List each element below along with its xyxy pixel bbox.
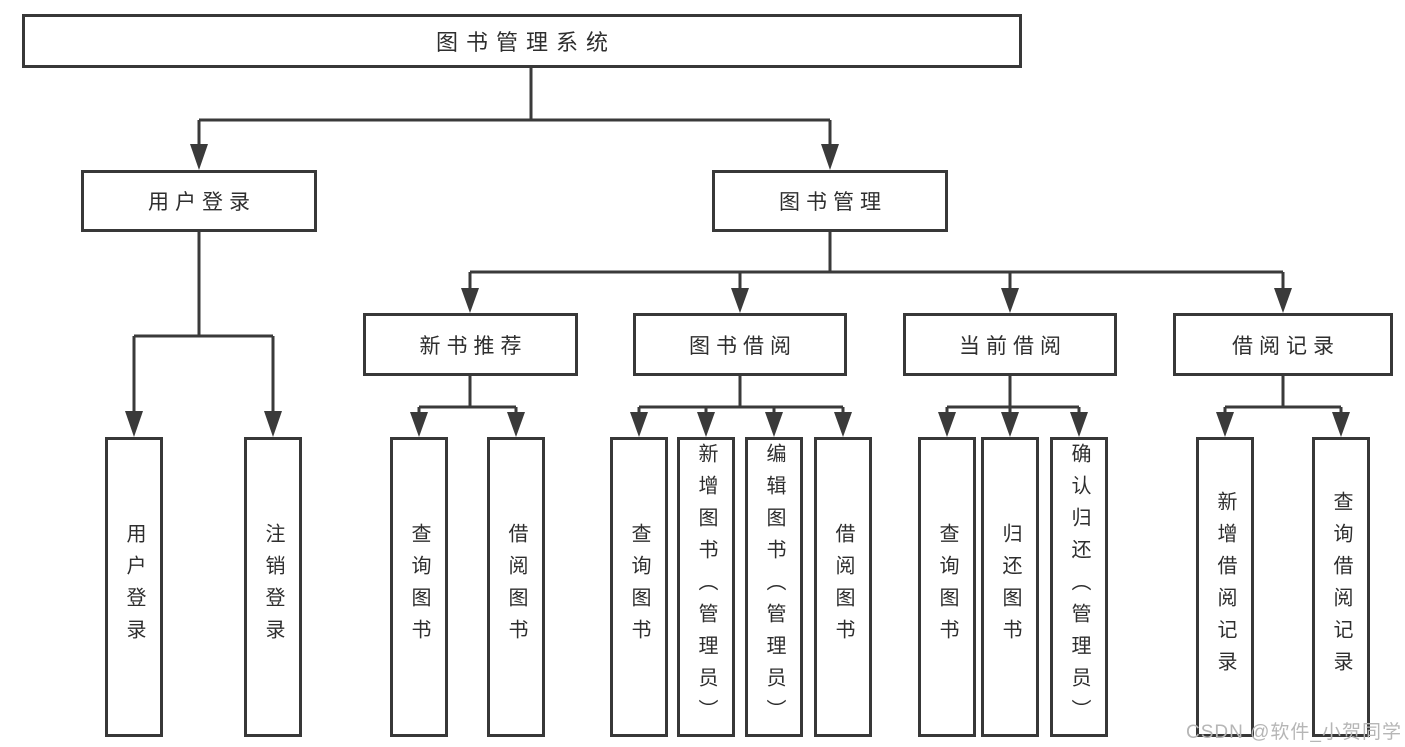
csdn-watermark: CSDN @软件_小贺同学 bbox=[1186, 722, 1402, 743]
node-book-management: 图书管理 bbox=[712, 170, 948, 232]
leaf-confirm-return-admin: 确认归还（管理员） bbox=[1050, 437, 1108, 737]
leaf-logout: 注销登录 bbox=[244, 437, 302, 737]
arrowhead-down-icon bbox=[938, 412, 956, 437]
leaf-borrow-books-recommend: 借阅图书 bbox=[487, 437, 545, 737]
arrowhead-down-icon bbox=[765, 412, 783, 437]
leaf-query-books-borrow: 查询图书 bbox=[610, 437, 668, 737]
arrowhead-down-icon bbox=[1070, 412, 1088, 437]
leaf-edit-books-admin: 编辑图书（管理员） bbox=[745, 437, 803, 737]
arrowhead-down-icon bbox=[630, 412, 648, 437]
leaf-borrow-books: 借阅图书 bbox=[814, 437, 872, 737]
arrowhead-down-icon bbox=[410, 412, 428, 437]
leaf-add-borrow-record: 新增借阅记录 bbox=[1196, 437, 1254, 737]
arrowhead-down-icon bbox=[507, 412, 525, 437]
node-book-borrowing: 图书借阅 bbox=[633, 313, 847, 376]
arrowhead-down-icon bbox=[461, 288, 479, 313]
leaf-query-books-recommend: 查询图书 bbox=[390, 437, 448, 737]
leaf-user-login: 用户登录 bbox=[105, 437, 163, 737]
leaf-add-books-admin: 新增图书（管理员） bbox=[677, 437, 735, 737]
node-borrowing-records: 借阅记录 bbox=[1173, 313, 1393, 376]
arrowhead-down-icon bbox=[697, 412, 715, 437]
arrowhead-down-icon bbox=[731, 288, 749, 313]
arrowhead-down-icon bbox=[1001, 288, 1019, 313]
node-new-book-recommendation: 新书推荐 bbox=[363, 313, 578, 376]
arrowhead-down-icon bbox=[264, 411, 282, 437]
arrowhead-down-icon bbox=[834, 412, 852, 437]
leaf-return-books: 归还图书 bbox=[981, 437, 1039, 737]
arrowhead-down-icon bbox=[1216, 412, 1234, 437]
node-user-login: 用户登录 bbox=[81, 170, 317, 232]
arrowhead-down-icon bbox=[1274, 288, 1292, 313]
arrowhead-down-icon bbox=[125, 411, 143, 437]
arrowhead-down-icon bbox=[1001, 412, 1019, 437]
arrowhead-down-icon bbox=[1332, 412, 1350, 437]
arrowhead-down-icon bbox=[821, 144, 839, 170]
node-library-management-system: 图书管理系统 bbox=[22, 14, 1022, 68]
leaf-query-books-current: 查询图书 bbox=[918, 437, 976, 737]
node-current-borrowing: 当前借阅 bbox=[903, 313, 1117, 376]
leaf-query-borrow-record: 查询借阅记录 bbox=[1312, 437, 1370, 737]
arrowhead-down-icon bbox=[190, 144, 208, 170]
